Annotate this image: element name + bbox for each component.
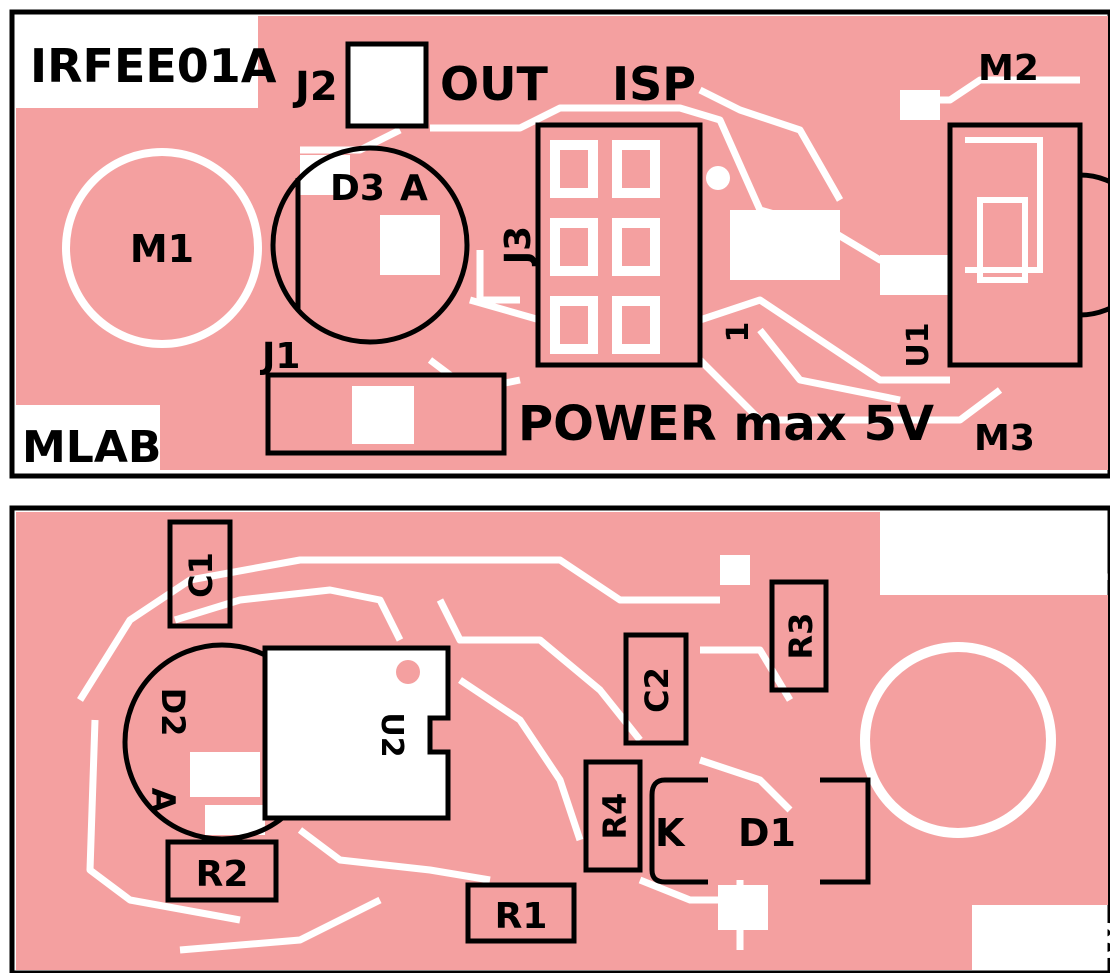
top-board: M1 IRFEE01A MLAB J2 OUT ISP M2 D3 A — [9, 9, 1110, 479]
power-label: POWER max 5V — [518, 396, 934, 452]
r2-footprint — [165, 839, 279, 903]
j3-pad-centers — [560, 150, 650, 344]
bottom-trace-clearances — [77, 556, 794, 954]
top-board-name: IRFEE01A — [30, 39, 277, 93]
d3-label: D3 — [330, 168, 385, 209]
u1-label: U1 — [901, 322, 936, 367]
d1-cathode-outline — [649, 777, 708, 885]
r4-footprint — [583, 759, 643, 873]
d1-anode-outline — [820, 777, 871, 885]
bottom-mount-hole — [870, 652, 1046, 828]
bottom-board-name: IRFEE01A — [882, 534, 1110, 592]
d3-outline — [270, 145, 470, 345]
r4-label: R4 — [596, 793, 634, 840]
m1-label: M1 — [130, 227, 194, 271]
bottom-board: IRFEE01A MLAB C1 D2 A U2 C2 R3 R4 K D1 R… — [9, 505, 1110, 973]
d1-label: D1 — [738, 811, 796, 855]
u1-footprint — [947, 122, 1083, 368]
u1-pads — [965, 137, 1043, 283]
bottom-brand-label: MLAB — [972, 914, 1110, 970]
r2-label: R2 — [196, 854, 249, 895]
m3-label: M3 — [974, 418, 1035, 459]
u2-footprint — [262, 645, 451, 821]
r3-label: R3 — [782, 613, 820, 660]
isp-label: ISP — [612, 57, 696, 111]
out-label: OUT — [440, 57, 548, 111]
top-brand-label: MLAB — [22, 422, 161, 473]
r1-label: R1 — [495, 896, 548, 937]
j3-label: J3 — [498, 226, 539, 267]
m2-label: M2 — [978, 48, 1039, 89]
bottom-copper-pour — [16, 512, 1108, 970]
u2-pin1-dot — [396, 660, 420, 684]
c1-footprint — [167, 519, 233, 629]
m1-mount-hole — [70, 156, 254, 340]
u2-label: U2 — [374, 712, 409, 757]
d2-label: D2 — [154, 688, 192, 737]
d1-cathode-label: K — [655, 811, 686, 855]
r3-footprint — [769, 579, 829, 693]
j2-footprint — [345, 41, 429, 129]
c2-label: C2 — [638, 667, 676, 713]
bottom-pads — [190, 555, 768, 930]
d2-anode-label: A — [144, 788, 182, 813]
j1-pad — [352, 386, 414, 444]
j2-label: J2 — [292, 64, 338, 110]
j1-label: J1 — [259, 336, 300, 377]
c2-footprint — [623, 632, 689, 746]
j3-pin1-label: 1 — [721, 322, 756, 343]
r1-footprint — [465, 882, 577, 944]
c1-label: C1 — [182, 552, 220, 598]
d3-anode-label: A — [400, 168, 428, 209]
